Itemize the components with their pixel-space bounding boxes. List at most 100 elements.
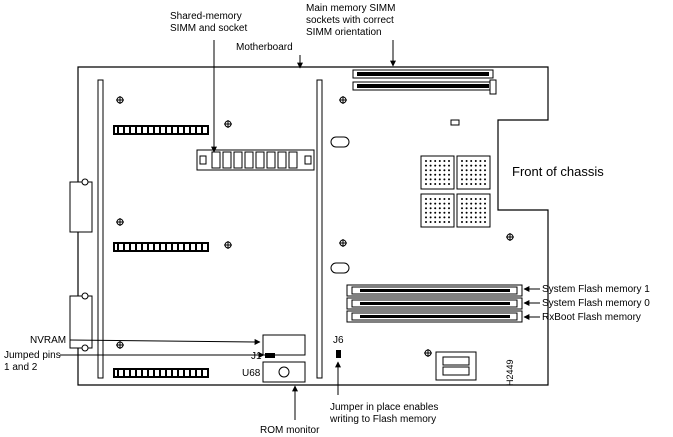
bga-pin	[434, 160, 437, 162]
main-memory-label-2: sockets with correct	[306, 15, 394, 26]
bga-pin	[479, 183, 482, 185]
bga-pin	[429, 211, 432, 214]
bga-pin	[484, 178, 486, 181]
j1-label: J1	[251, 351, 262, 362]
bga-pin	[474, 211, 477, 214]
bga-pin	[484, 173, 486, 176]
bga-pin	[479, 198, 482, 200]
bga-pin	[479, 207, 482, 210]
bga-pin	[434, 173, 437, 176]
bga-pin	[434, 221, 437, 223]
bga-pin	[429, 198, 432, 200]
flash-sockets	[346, 284, 523, 323]
bga-pin	[448, 216, 450, 219]
front-of-chassis-label: Front of chassis	[512, 164, 604, 179]
bga-pin	[479, 173, 482, 176]
bga-pin	[470, 178, 473, 181]
bga-pin	[425, 216, 427, 219]
bga-pin	[448, 211, 450, 214]
bga-pin	[479, 160, 482, 162]
bga-pin	[443, 183, 446, 185]
main-memory-label-3: SIMM orientation	[306, 27, 382, 38]
bga-pin	[484, 202, 486, 205]
bga-pin	[448, 221, 450, 223]
bga-pin	[434, 198, 437, 200]
bga-pin	[429, 169, 432, 172]
oval-slot-bottom	[330, 262, 350, 274]
bga-pin	[438, 221, 441, 223]
bga-pin	[461, 202, 463, 205]
bga-pin	[425, 221, 427, 223]
shared-memory-simm	[196, 149, 315, 171]
left-rail	[97, 79, 104, 379]
bga-pin	[438, 211, 441, 214]
bga-pin	[479, 216, 482, 219]
bga-pin	[484, 221, 486, 223]
bga-pin	[434, 183, 437, 185]
bga-pin	[470, 221, 473, 223]
bga-pin	[465, 173, 468, 176]
bga-pin	[465, 211, 468, 214]
bga-pin	[461, 178, 463, 181]
bga-pin	[484, 216, 486, 219]
bga-pin	[429, 183, 432, 185]
bga-pin	[448, 169, 450, 172]
bga-pin	[438, 216, 441, 219]
bga-pin	[465, 202, 468, 205]
bga-pin	[470, 164, 473, 167]
bga-pin	[479, 164, 482, 167]
bga-pin	[434, 178, 437, 181]
bga-pin	[429, 164, 432, 167]
nvram-chip	[262, 334, 306, 356]
bga-pin	[443, 169, 446, 172]
mounting-holes	[116, 96, 514, 357]
bga-pin	[465, 164, 468, 167]
bga-pin	[484, 164, 486, 167]
bga-pin	[474, 169, 477, 172]
bga-pin	[484, 198, 486, 200]
bga-pin	[479, 169, 482, 172]
grid-array-pins	[425, 160, 486, 223]
bga-pin	[465, 216, 468, 219]
bga-pin	[479, 221, 482, 223]
bga-pin	[448, 198, 450, 200]
nvram-label: NVRAM	[30, 335, 66, 346]
bga-pin	[465, 160, 468, 162]
jumper-label-2: writing to Flash memory	[329, 414, 436, 425]
bga-pin	[470, 216, 473, 219]
bga-pin	[479, 178, 482, 181]
bga-pin	[461, 221, 463, 223]
bga-pin	[479, 211, 482, 214]
bga-pin	[465, 207, 468, 210]
jumped-pins-label-2: 1 and 2	[4, 362, 38, 373]
oval-slot-top	[330, 136, 350, 148]
bga-pin	[448, 202, 450, 205]
bga-pin	[438, 164, 441, 167]
bga-pin	[484, 183, 486, 185]
bga-pin	[425, 169, 427, 172]
bga-pin	[474, 178, 477, 181]
bga-pin	[461, 164, 463, 167]
jumper-label-1: Jumper in place enables	[330, 402, 438, 413]
bga-pin	[425, 202, 427, 205]
bga-pin	[434, 169, 437, 172]
bga-pin	[429, 221, 432, 223]
bga-pin	[474, 173, 477, 176]
bga-pin	[443, 173, 446, 176]
motherboard-label: Motherboard	[236, 42, 293, 53]
bga-pin	[425, 173, 427, 176]
bga-pin	[434, 211, 437, 214]
bga-pin	[438, 183, 441, 185]
bga-pin	[461, 198, 463, 200]
connector-left-top	[113, 125, 209, 135]
bga-pin	[461, 160, 463, 162]
bga-pin	[474, 216, 477, 219]
bga-pin	[434, 202, 437, 205]
rom-monitor-chip	[262, 361, 306, 383]
rom-monitor-label: ROM monitor	[260, 425, 320, 436]
bga-pin	[429, 216, 432, 219]
bga-pin	[470, 169, 473, 172]
bga-pin	[461, 216, 463, 219]
bga-pin	[470, 173, 473, 176]
bga-pin	[474, 160, 477, 162]
